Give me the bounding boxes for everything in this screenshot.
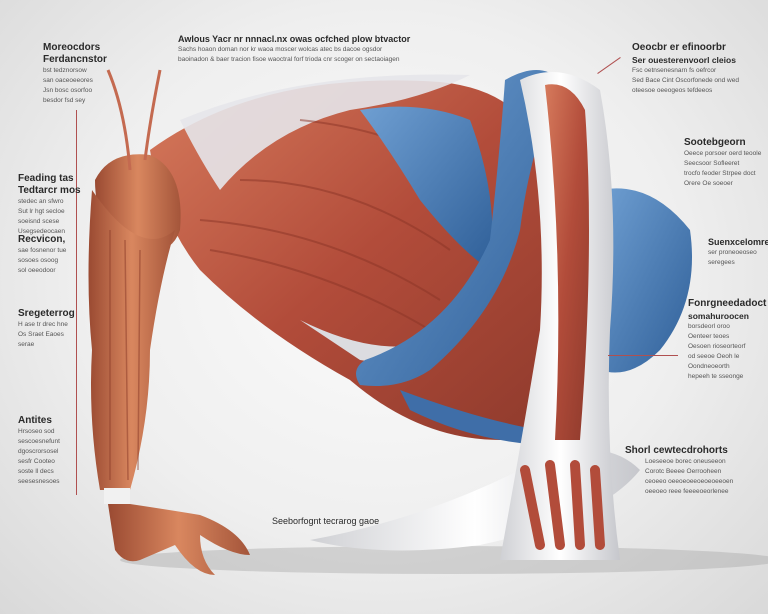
red-muscle-stripe [545,84,589,441]
top-caption: Awlous Yacr nr nnnacl.nx owas ocfched pl… [178,34,411,63]
hand [108,504,250,575]
left-label-2: Feading tas Tedtarcr mos stedec an sfwro… [18,173,81,235]
left-label-4: Sregeterrog H ase tr drec hne Os Sraet E… [18,308,75,348]
wrist-band [104,488,130,504]
right-leader-line-4 [608,355,678,356]
arm-striations [109,230,141,481]
left-label-3: Recvicon, sae fosnenor tue sosoes osoog … [18,234,67,274]
blue-muscle-lower [400,390,540,445]
right-label-2: Sootebgeorn Oeece porsoer oerd teoole Se… [684,137,762,187]
right-label-4: Fonrgneedadoct somahuroocen borsdeorl or… [688,298,767,380]
blue-muscle-upper [360,106,493,271]
bottom-caption: Seeborfognt tecrarog gaoe [272,516,380,526]
left-label-1: Moreocdors Ferdancnstor bst tedznorsow s… [43,42,107,104]
floor-shadow [120,546,768,574]
left-leader-line [76,110,77,495]
right-label-1: Oeocbr er efinoorbr Ser ouesterenvoorl c… [632,42,739,94]
blue-muscle-right [600,188,692,373]
muscle-striations [199,119,481,331]
left-label-5: Antites Hrsoseo sod sescoesnefunt dgoscr… [18,415,60,485]
right-label-5: Shorl cewtecdrohorts Loeseeoe borec oneu… [625,445,734,495]
blue-band [356,70,560,386]
wrist-tendons [520,460,605,550]
neck-tendons [106,69,162,171]
right-label-3: Suenxcelomre ser proneoeoseo seregees [708,237,768,266]
tendon-sheath [180,74,470,190]
